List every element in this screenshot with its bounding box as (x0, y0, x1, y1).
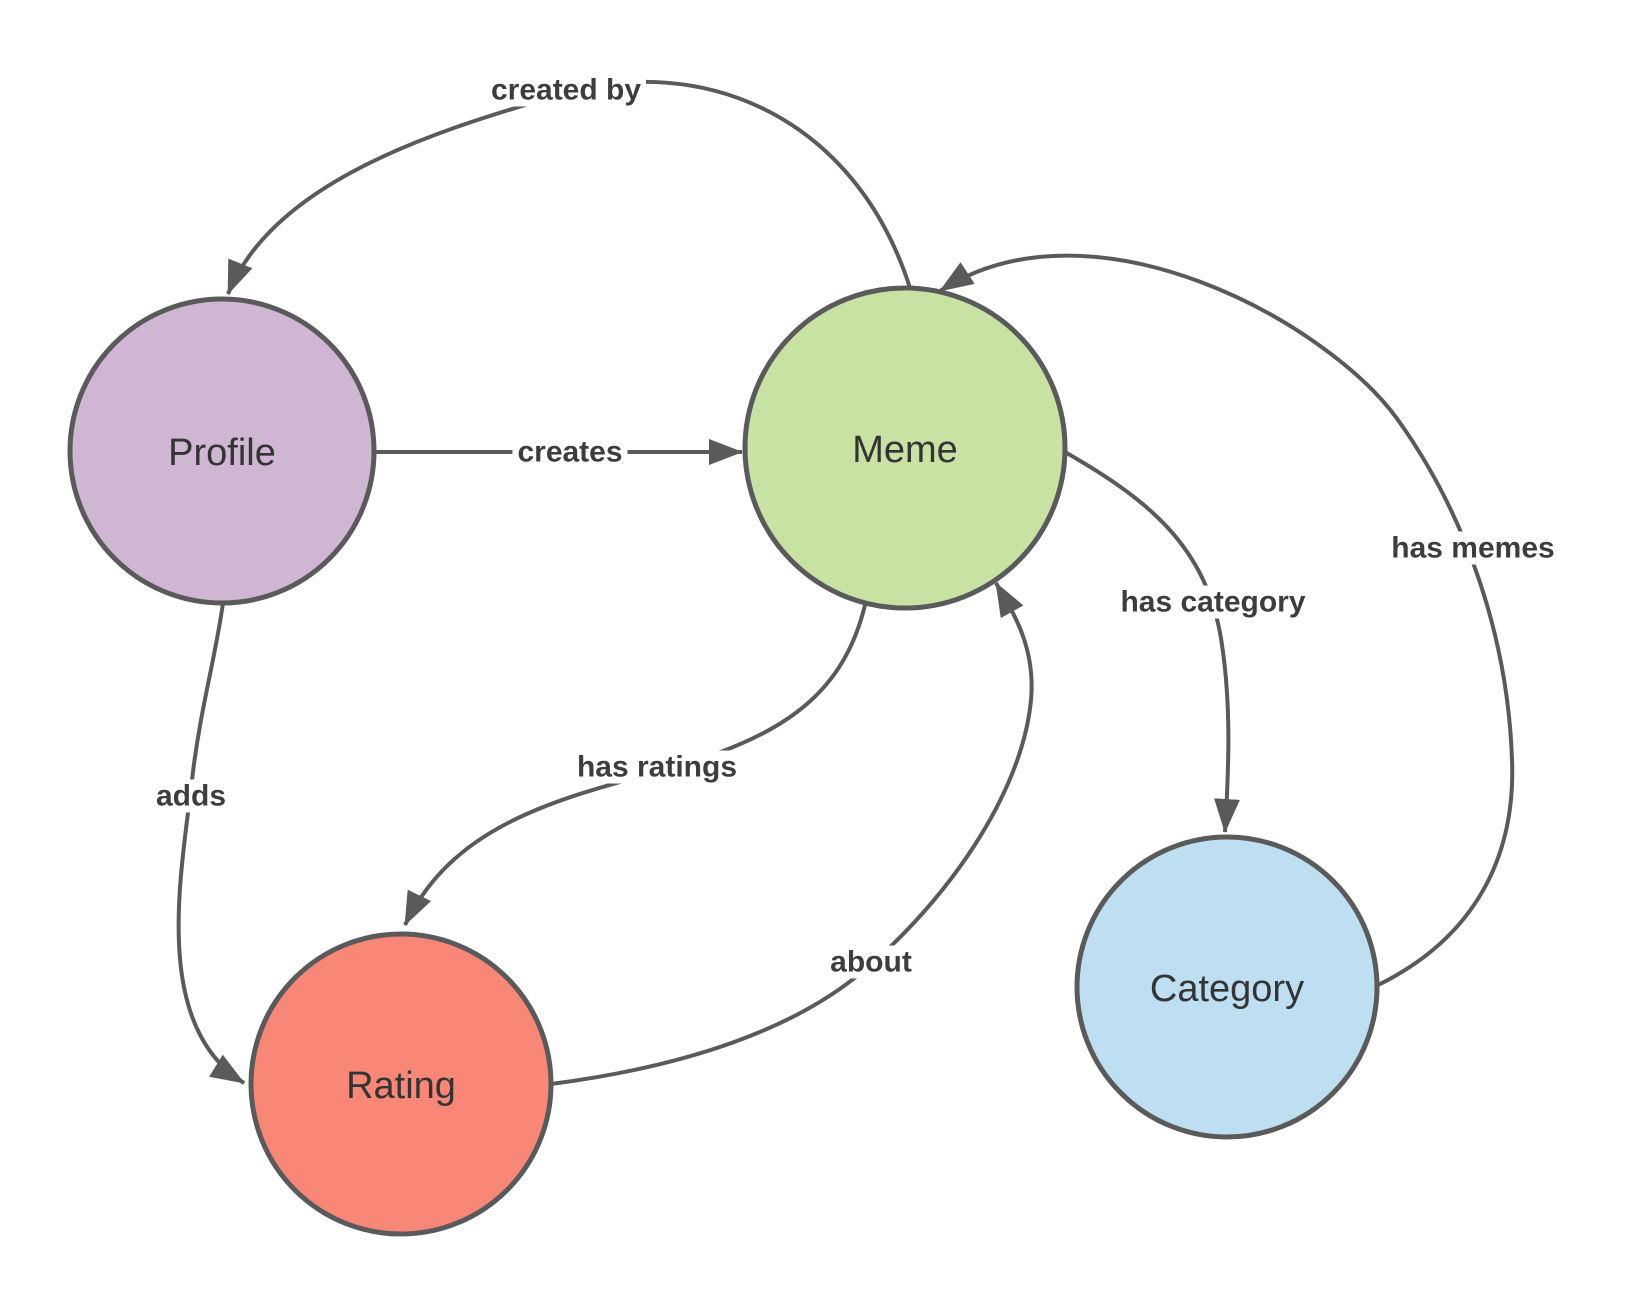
edge-created-by (226, 80, 912, 295)
edge-has-memes (938, 253, 1515, 987)
edge-label-has-ratings: has ratings (571, 750, 743, 784)
edge-label-adds: adds (150, 779, 232, 813)
edge-label-created-by: created by (485, 73, 647, 107)
node-meme (742, 285, 1068, 611)
node-rating-label: Rating (346, 1065, 456, 1107)
edge-adds (176, 602, 246, 1085)
node-category-label: Category (1150, 968, 1304, 1010)
edge-label-creates: creates (512, 435, 628, 469)
node-rating (248, 931, 554, 1237)
node-profile-label: Profile (168, 432, 276, 474)
node-category (1074, 834, 1380, 1140)
edge-label-has-memes: has memes (1386, 531, 1560, 565)
edge-label-about: about (825, 945, 917, 979)
node-profile (67, 296, 377, 606)
edge-has-category (1064, 450, 1240, 833)
edge-about (550, 582, 1034, 1086)
node-meme-label: Meme (852, 429, 958, 471)
edge-label-has-category: has category (1115, 585, 1311, 619)
